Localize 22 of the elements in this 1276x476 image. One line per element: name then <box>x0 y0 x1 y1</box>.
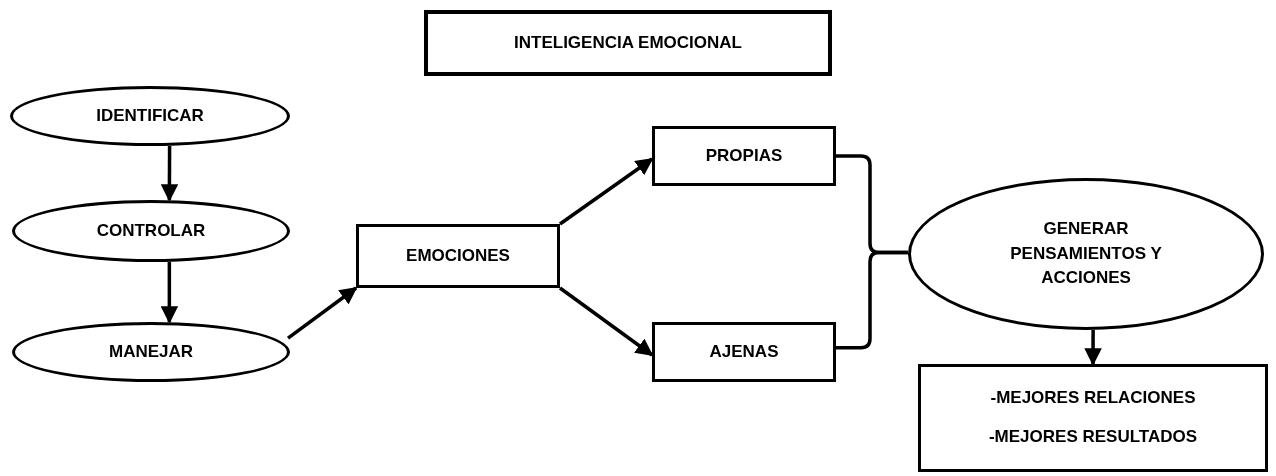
node-label: -MEJORES RELACIONES <box>990 387 1196 410</box>
node-label: PROPIAS <box>705 144 783 167</box>
node-label: EMOCIONES <box>406 244 510 267</box>
arrow <box>1084 330 1102 366</box>
node-label: -MEJORES RESULTADOS <box>988 426 1198 448</box>
arrow <box>160 146 179 202</box>
node-label: CONTROLAR <box>96 219 206 242</box>
arrow <box>287 286 358 340</box>
node-label: INTELIGENCIA EMOCIONAL <box>514 31 742 54</box>
process-box <box>918 364 1268 472</box>
arrow <box>558 286 654 357</box>
arrow <box>160 262 179 324</box>
title-box <box>424 10 832 76</box>
node-label: AJENAS <box>709 340 779 363</box>
arrow <box>559 157 654 226</box>
process-box <box>652 322 836 382</box>
process-box <box>356 224 560 288</box>
process-box <box>652 126 836 186</box>
node-label: GENERAR PENSAMIENTOS Y ACCIONES <box>1009 218 1163 290</box>
node-label: IDENTIFICAR <box>96 104 204 127</box>
node-label: MANEJAR <box>108 340 194 363</box>
connector-line <box>836 250 908 350</box>
